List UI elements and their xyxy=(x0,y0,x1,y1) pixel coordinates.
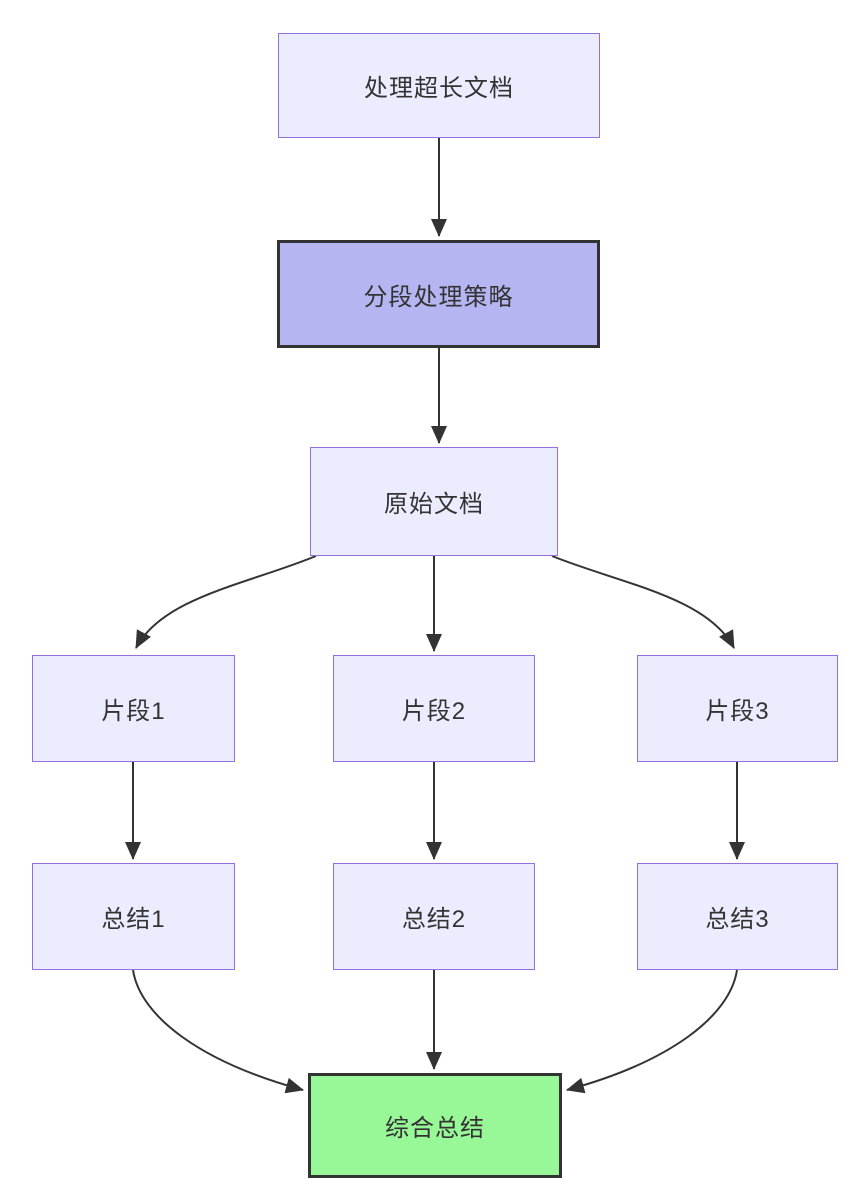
edge-doc-to-segment-1 xyxy=(135,555,317,649)
node-summary-1: 总结1 xyxy=(32,863,235,970)
node-segment-3-label: 片段3 xyxy=(705,698,770,725)
node-process-long-doc: 处理超长文档 xyxy=(278,33,600,138)
edge-doc-to-segment-3 xyxy=(551,555,735,649)
node-segment-2: 片段2 xyxy=(333,655,535,762)
node-segmentation-strategy-label: 分段处理策略 xyxy=(363,283,514,311)
node-summary-2-label: 总结2 xyxy=(401,906,467,933)
edge-summary-1-to-final xyxy=(132,969,304,1094)
node-segment-3: 片段3 xyxy=(637,655,838,762)
node-summary-1-label: 总结1 xyxy=(101,906,166,933)
node-summary-2: 总结2 xyxy=(333,863,535,970)
node-final-summary: 综合总结 xyxy=(308,1073,562,1178)
node-original-doc: 原始文档 xyxy=(310,447,558,556)
node-segment-1: 片段1 xyxy=(32,655,235,762)
node-segment-2-label: 片段2 xyxy=(401,698,467,725)
node-process-long-doc-label: 处理超长文档 xyxy=(364,75,514,102)
node-summary-3: 总结3 xyxy=(637,863,838,970)
edge-summary-3-to-final xyxy=(566,969,738,1094)
node-final-summary-label: 综合总结 xyxy=(385,1115,485,1142)
node-segment-1-label: 片段1 xyxy=(101,698,166,725)
node-summary-3-label: 总结3 xyxy=(705,906,770,933)
node-original-doc-label: 原始文档 xyxy=(384,491,484,518)
node-segmentation-strategy: 分段处理策略 xyxy=(277,240,600,348)
